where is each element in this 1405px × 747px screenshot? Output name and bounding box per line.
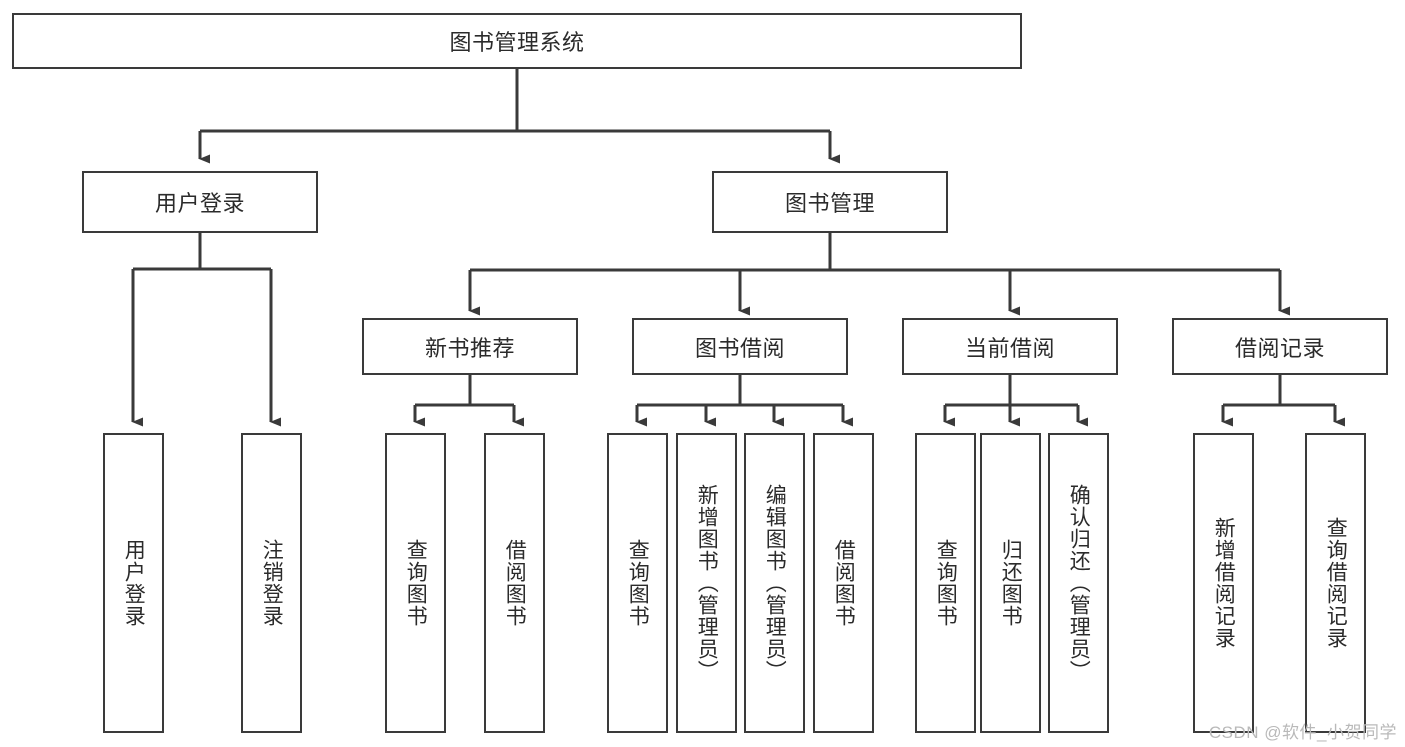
- node-leaf-add-book[interactable]: 新增图书（管理员）: [676, 433, 737, 733]
- node-leaf-query-book-1[interactable]: 查询图书: [385, 433, 446, 733]
- node-borrow-record[interactable]: 借阅记录: [1172, 318, 1388, 375]
- node-leaf-user-logout-label: 注销登录: [260, 539, 284, 627]
- node-leaf-query-record[interactable]: 查询借阅记录: [1305, 433, 1366, 733]
- node-leaf-user-logout[interactable]: 注销登录: [241, 433, 302, 733]
- node-new-book-recommend[interactable]: 新书推荐: [362, 318, 578, 375]
- node-book-manage-label: 图书管理: [784, 191, 875, 216]
- node-book-borrow[interactable]: 图书借阅: [632, 318, 848, 375]
- node-root[interactable]: 图书管理系统: [12, 13, 1022, 69]
- node-leaf-confirm-return[interactable]: 确认归还（管理员）: [1048, 433, 1109, 733]
- node-leaf-borrow-book-2-label: 借阅图书: [832, 539, 856, 627]
- node-leaf-query-book-3-label: 查询图书: [934, 539, 958, 627]
- node-leaf-borrow-book-1-label: 借阅图书: [503, 539, 527, 627]
- node-leaf-add-record[interactable]: 新增借阅记录: [1193, 433, 1254, 733]
- node-leaf-user-login[interactable]: 用户登录: [103, 433, 164, 733]
- node-user-login[interactable]: 用户登录: [82, 171, 318, 233]
- node-leaf-user-login-label: 用户登录: [122, 539, 146, 627]
- node-book-manage[interactable]: 图书管理: [712, 171, 948, 233]
- node-leaf-query-book-2-label: 查询图书: [626, 539, 650, 627]
- node-leaf-borrow-book-2[interactable]: 借阅图书: [813, 433, 874, 733]
- node-leaf-add-book-label: 新增图书（管理员）: [695, 484, 719, 682]
- node-leaf-return-book[interactable]: 归还图书: [980, 433, 1041, 733]
- node-user-login-label: 用户登录: [154, 191, 245, 216]
- node-leaf-confirm-return-label: 确认归还（管理员）: [1067, 484, 1091, 682]
- node-current-borrow-label: 当前借阅: [964, 335, 1055, 361]
- node-leaf-query-record-label: 查询借阅记录: [1324, 517, 1348, 649]
- node-leaf-add-record-label: 新增借阅记录: [1212, 517, 1236, 649]
- node-leaf-borrow-book-1[interactable]: 借阅图书: [484, 433, 545, 733]
- node-leaf-query-book-3[interactable]: 查询图书: [915, 433, 976, 733]
- node-leaf-query-book-2[interactable]: 查询图书: [607, 433, 668, 733]
- node-leaf-return-book-label: 归还图书: [999, 539, 1023, 627]
- node-new-book-recommend-label: 新书推荐: [424, 335, 515, 361]
- node-leaf-edit-book[interactable]: 编辑图书（管理员）: [744, 433, 805, 733]
- node-borrow-record-label: 借阅记录: [1234, 335, 1325, 361]
- node-current-borrow[interactable]: 当前借阅: [902, 318, 1118, 375]
- node-root-label: 图书管理系统: [449, 30, 585, 55]
- node-book-borrow-label: 图书借阅: [694, 335, 785, 361]
- node-leaf-query-book-1-label: 查询图书: [404, 539, 428, 627]
- node-leaf-edit-book-label: 编辑图书（管理员）: [763, 484, 787, 682]
